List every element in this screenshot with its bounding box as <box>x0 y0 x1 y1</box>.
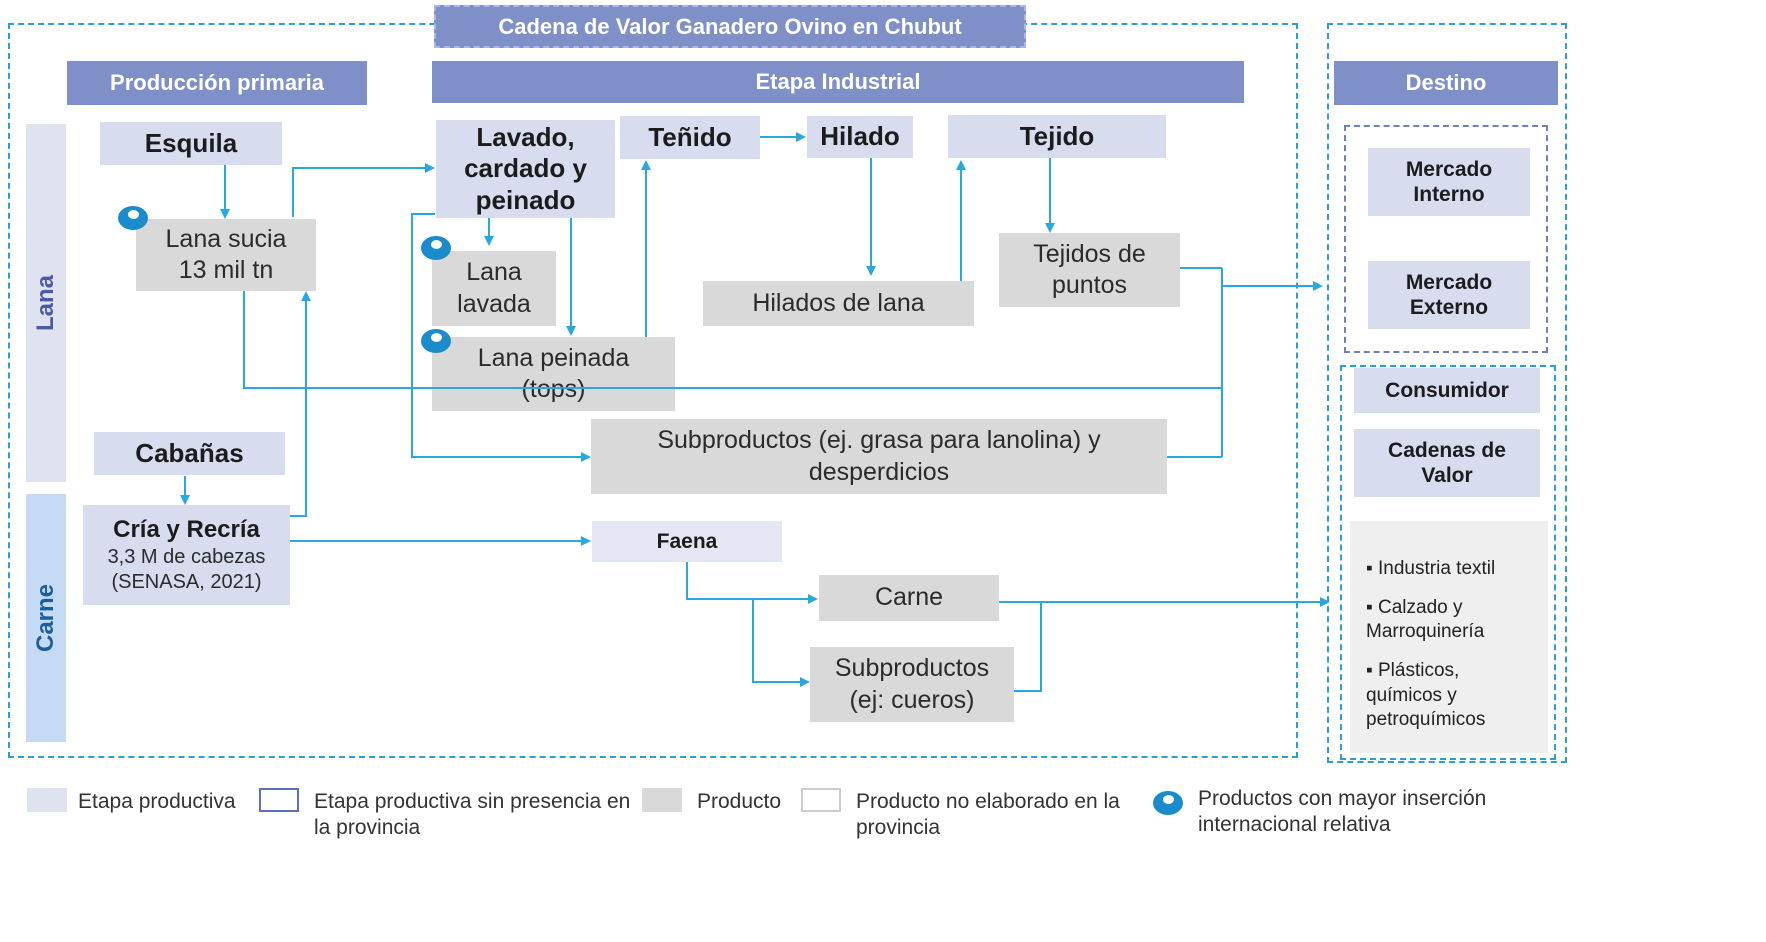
international-marker-icon <box>421 236 451 260</box>
product-subproductos-lana: Subproductos (ej. grasa para lanolina) y… <box>591 419 1167 494</box>
dest-cadenas-valor: Cadenas de Valor <box>1354 429 1540 497</box>
product-hilados: Hilados de lana <box>703 281 974 326</box>
line-subproductos-carne-collector <box>1014 602 1042 692</box>
markets-frame <box>1344 125 1548 353</box>
legend-producto-no: Producto no elaborado en la provincia <box>856 790 1120 840</box>
arrow-lanasucia-lavado <box>292 163 435 217</box>
product-lana-lavada: Lana lavada <box>432 251 556 326</box>
line-lanasucia-collector <box>243 291 1222 389</box>
legend-swatch-etapa-sin <box>259 788 299 812</box>
stage-cabanas: Cabañas <box>94 432 285 475</box>
stage-hilado: Hilado <box>807 116 913 158</box>
use-item: ▪ Plásticos, químicos y petroquímicos <box>1366 660 1486 731</box>
legend-swatch-etapa <box>27 788 67 812</box>
lana-band: Lana <box>26 124 66 482</box>
stage-esquila: Esquila <box>100 122 282 165</box>
arrow-cria-lanasucia <box>290 291 311 517</box>
legend-insercion: Productos con mayor inserción internacio… <box>1198 787 1487 837</box>
product-tejidos-puntos: Tejidos de puntos <box>999 233 1180 307</box>
stage-cria-recria: Cría y Recría 3,3 M de cabezas (SENASA, … <box>83 505 290 605</box>
dest-mercado-interno: Mercado Interno <box>1368 148 1530 216</box>
legend-international-marker-icon <box>1153 791 1183 815</box>
cria-title: Cría y Recría <box>113 516 260 543</box>
cria-detail: 3,3 M de cabezas (SENASA, 2021) <box>107 546 266 593</box>
product-lana-sucia: Lana sucia 13 mil tn <box>136 219 316 291</box>
uses-list: ▪ Industria textil ▪ Calzado y Marroquin… <box>1366 557 1538 733</box>
carne-band: Carne <box>26 494 66 742</box>
header-destination: Destino <box>1334 61 1558 105</box>
dest-consumidor: Consumidor <box>1354 368 1540 413</box>
legend-swatch-producto <box>642 788 682 812</box>
arrow-faena-carne <box>686 562 818 604</box>
legend-swatch-producto-no <box>801 788 841 812</box>
product-lana-peinada: Lana peinada (tops) <box>432 337 675 411</box>
international-marker-icon <box>421 329 451 353</box>
arrow-faena-subproductos <box>752 599 810 687</box>
legend-producto: Producto <box>697 790 782 813</box>
stage-lavado: Lavado, cardado y peinado <box>436 120 615 218</box>
dest-mercado-externo: Mercado Externo <box>1368 261 1530 329</box>
legend-etapa-sin: Etapa productiva sin presencia en la pro… <box>314 790 631 840</box>
product-subproductos-carne: Subproductos (ej: cueros) <box>810 647 1014 722</box>
dest-uses-panel: ▪ Industria textil ▪ Calzado y Marroquin… <box>1350 521 1548 753</box>
destination-frame <box>1327 23 1567 763</box>
consumer-frame <box>1340 365 1556 760</box>
use-item: ▪ Calzado y Marroquinería <box>1366 596 1485 643</box>
stage-faena: Faena <box>592 521 782 562</box>
international-marker-icon <box>118 206 148 230</box>
stage-tenido: Teñido <box>620 116 760 159</box>
page-title: Cadena de Valor Ganadero Ovino en Chubut <box>434 5 1026 48</box>
header-industrial: Etapa Industrial <box>432 61 1244 103</box>
arrow-lavado-subproductos <box>411 213 591 462</box>
legend-etapa: Etapa productiva <box>78 790 236 813</box>
product-carne: Carne <box>819 575 999 621</box>
header-primary: Producción primaria <box>67 61 367 105</box>
stage-tejido: Tejido <box>948 115 1166 158</box>
use-item: ▪ Industria textil <box>1366 558 1496 579</box>
